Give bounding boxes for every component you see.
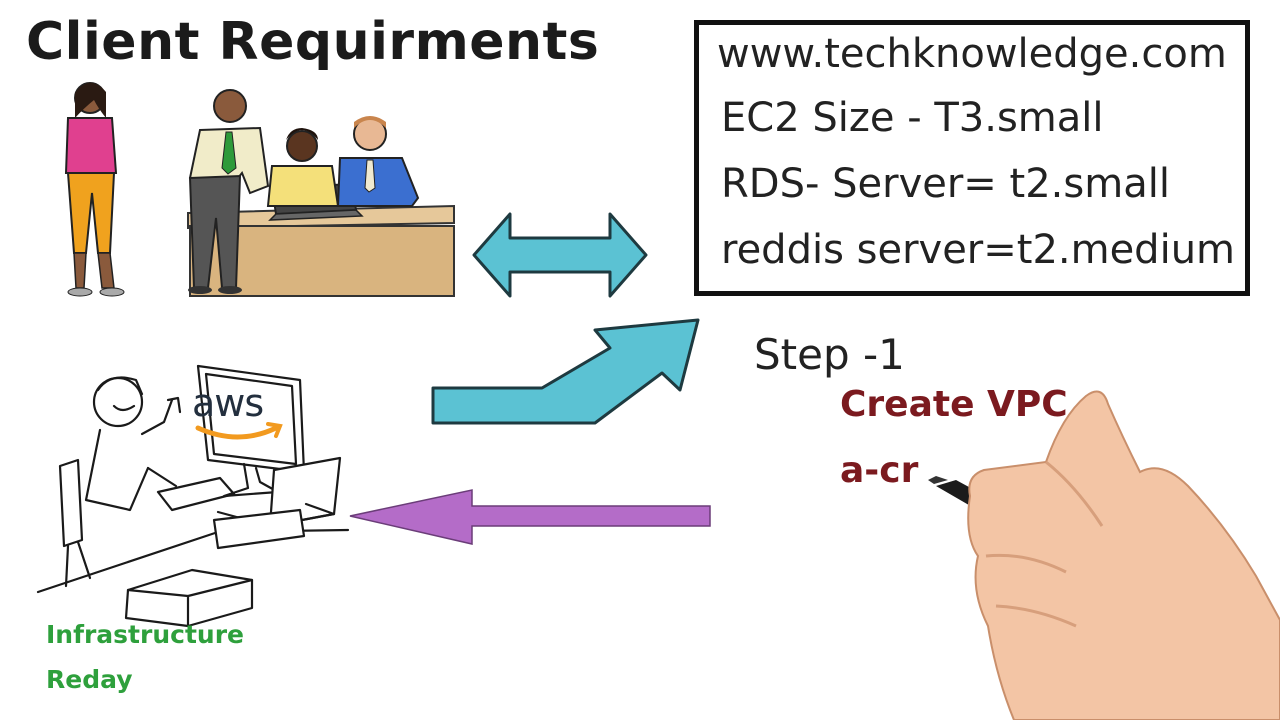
step-label: Step -1 bbox=[754, 330, 905, 379]
double-arrow-icon bbox=[472, 212, 648, 298]
developer-illustration bbox=[36, 364, 350, 628]
bent-arrow-icon bbox=[431, 318, 700, 425]
partial-text: a-cr bbox=[840, 450, 919, 491]
team-illustration bbox=[64, 82, 455, 297]
hand-with-marker-icon bbox=[928, 390, 1280, 720]
left-arrow-icon bbox=[349, 489, 711, 545]
ready-label: Reday bbox=[46, 665, 133, 694]
aws-smile-icon bbox=[195, 422, 283, 440]
aws-logo: aws bbox=[192, 384, 288, 454]
page-title: Client Requirments bbox=[26, 12, 600, 72]
infrastructure-label: Infrastructure bbox=[46, 620, 244, 649]
requirement-rds: RDS- Server= t2.small bbox=[721, 161, 1170, 207]
requirement-url: www.techknowledge.com bbox=[717, 31, 1227, 77]
requirement-ec2: EC2 Size - T3.small bbox=[721, 95, 1104, 141]
requirements-box: www.techknowledge.com EC2 Size - T3.smal… bbox=[694, 20, 1250, 296]
requirement-redis: reddis server=t2.medium bbox=[721, 227, 1236, 273]
aws-logo-text: aws bbox=[192, 381, 264, 425]
create-vpc-text: Create VPC bbox=[840, 384, 1068, 425]
